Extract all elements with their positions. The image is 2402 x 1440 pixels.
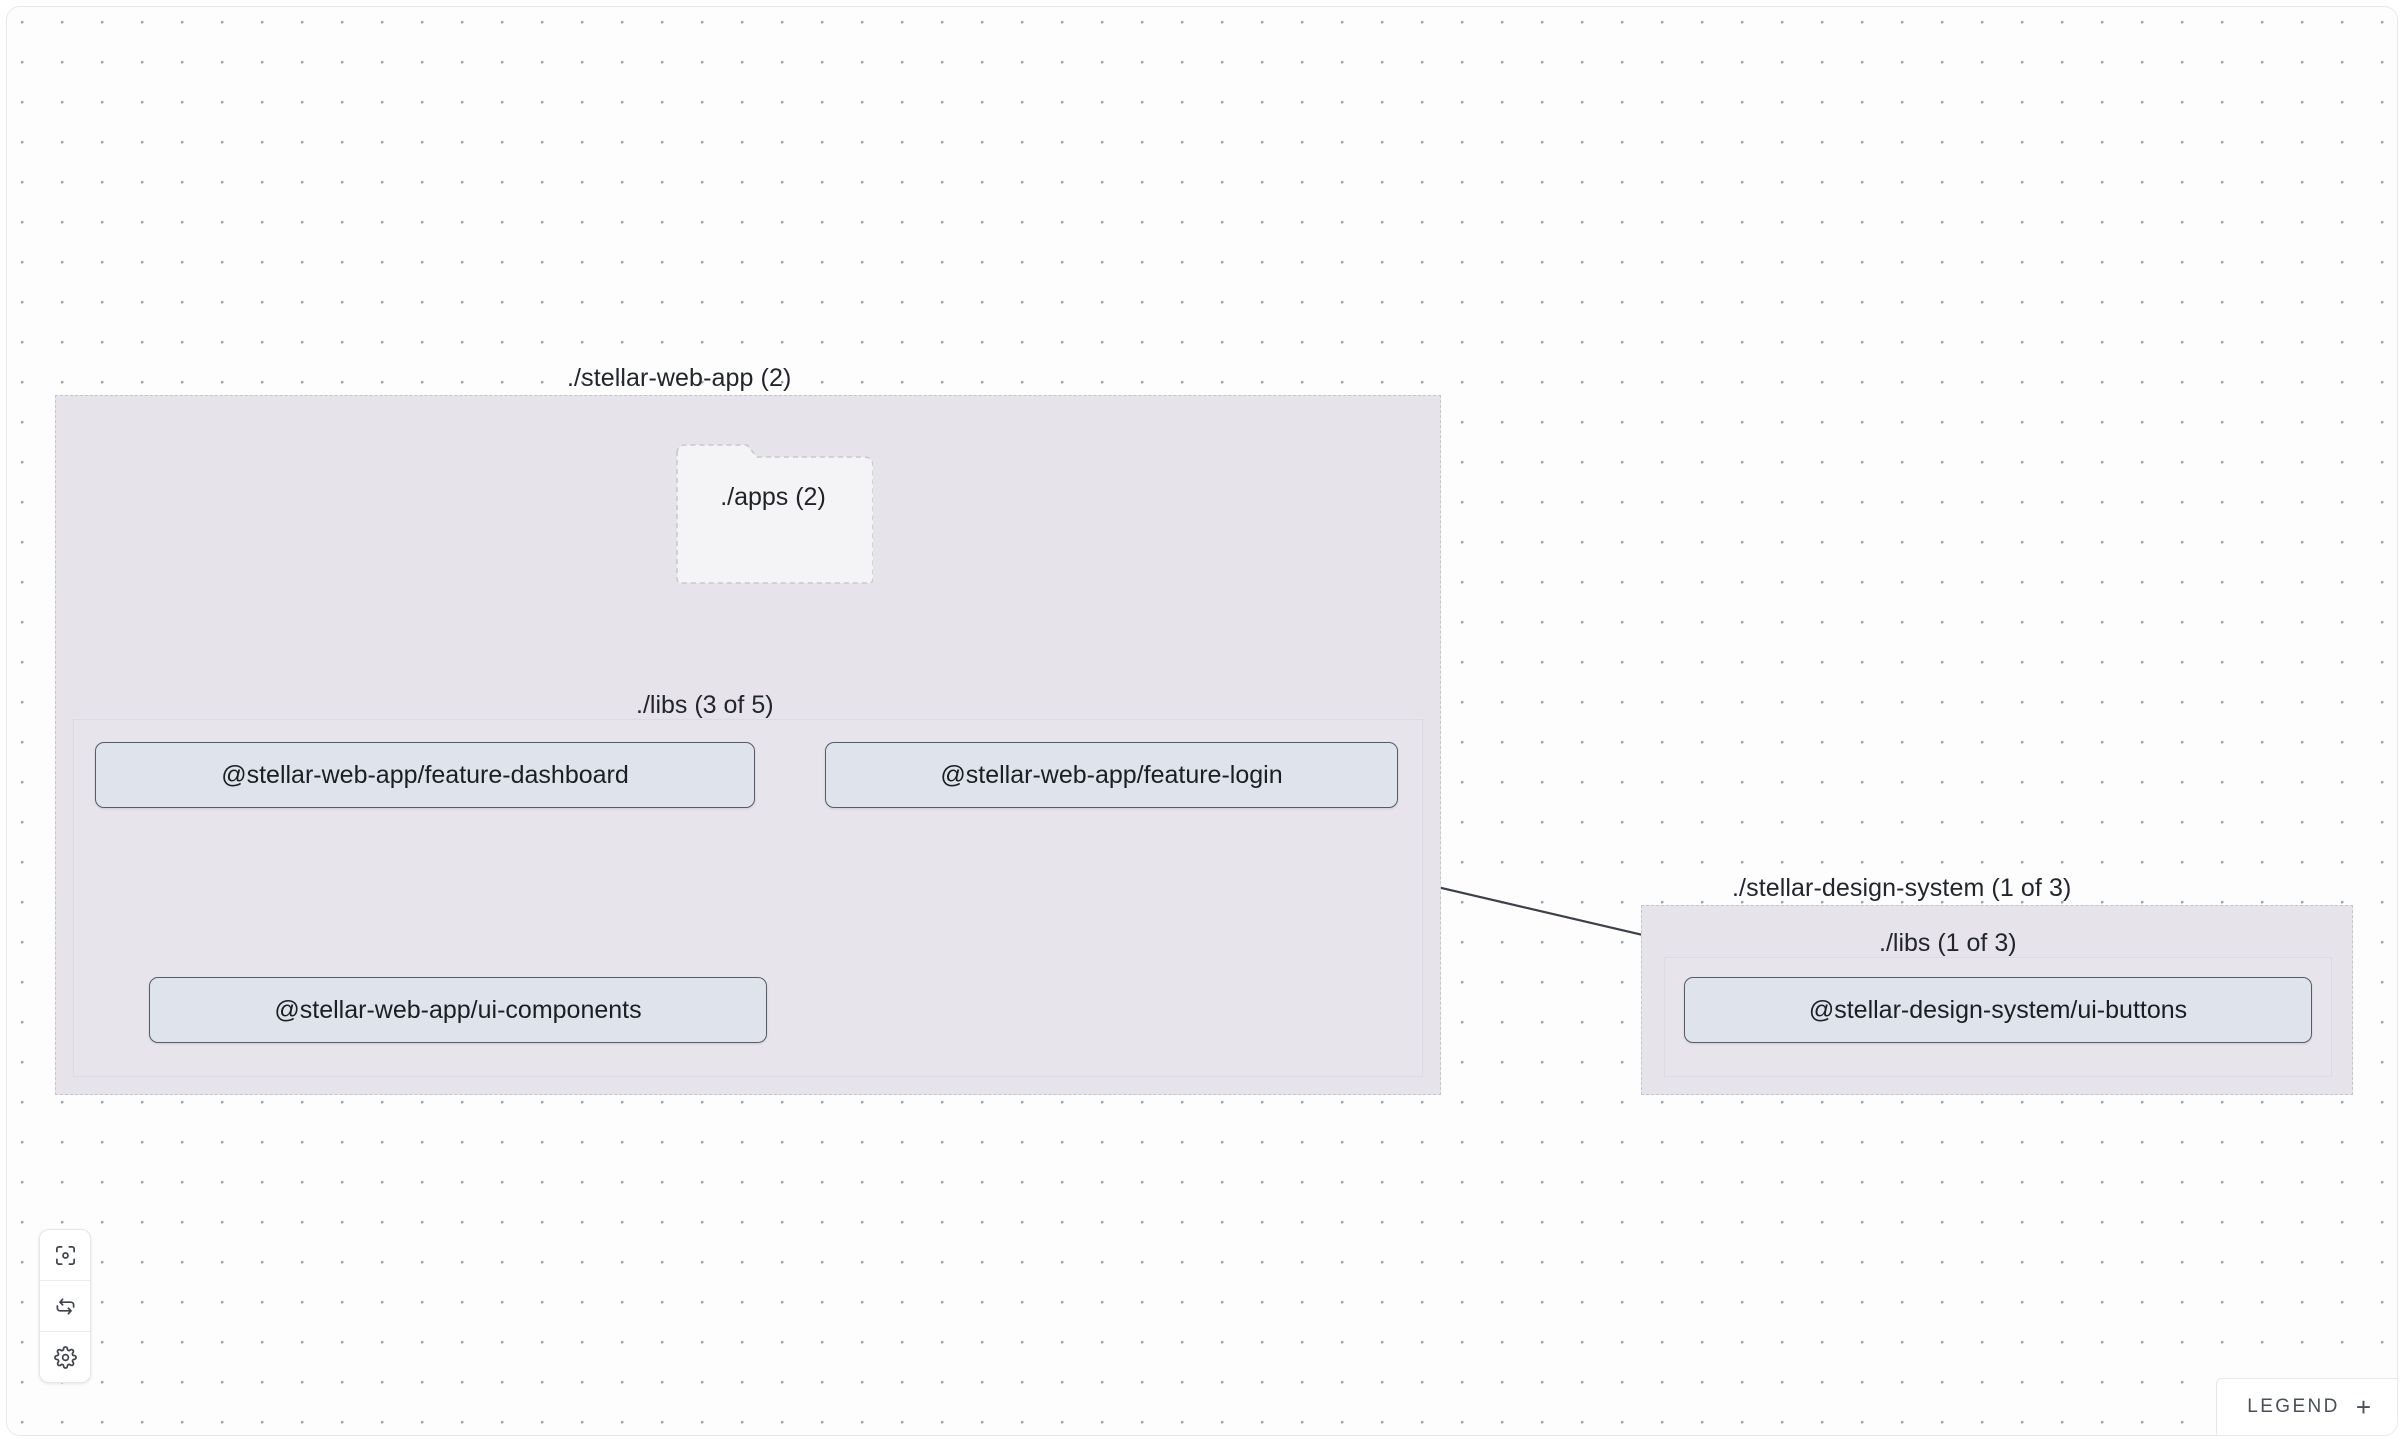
graph-node-feature-dashboard[interactable]: @stellar-web-app/feature-dashboard [95,742,755,808]
gear-icon [53,1345,77,1369]
graph-settings-button[interactable] [40,1332,90,1382]
graph-node-label: @stellar-web-app/ui-components [274,995,642,1024]
subgroup-label-design-system-libs: ./libs (1 of 3) [1879,929,2017,957]
refresh-icon [55,1297,75,1315]
legend-label: LEGEND [2247,1396,2340,1417]
graph-node-label: @stellar-web-app/feature-dashboard [221,760,629,789]
graph-node-label: @stellar-web-app/feature-login [940,760,1283,789]
plus-icon: + [2355,1392,2371,1422]
legend-toggle-button[interactable]: LEGEND + [2216,1378,2397,1435]
folder-shape-icon [676,444,873,584]
graph-node-ui-buttons[interactable]: @stellar-design-system/ui-buttons [1684,977,2312,1043]
refresh-graph-button[interactable] [40,1281,90,1332]
graph-controls-panel [39,1229,91,1383]
subgroup-label-web-app-libs: ./libs (3 of 5) [636,691,774,719]
focus-graph-button[interactable] [40,1230,90,1281]
graph-node-ui-components[interactable]: @stellar-web-app/ui-components [149,977,767,1043]
project-label-stellar-web-app: ./stellar-web-app (2) [567,364,792,392]
folder-node-apps[interactable]: ./apps (2) [673,437,873,587]
focus-target-icon [55,1245,75,1265]
graph-node-label: @stellar-design-system/ui-buttons [1808,995,2188,1024]
project-label-stellar-design-system: ./stellar-design-system (1 of 3) [1732,874,2072,902]
folder-label-apps: ./apps (2) [720,483,826,511]
graph-node-feature-login[interactable]: @stellar-web-app/feature-login [825,742,1398,808]
graph-canvas[interactable]: ./stellar-web-app (2) ./libs (3 of 5) ./… [6,6,2398,1436]
